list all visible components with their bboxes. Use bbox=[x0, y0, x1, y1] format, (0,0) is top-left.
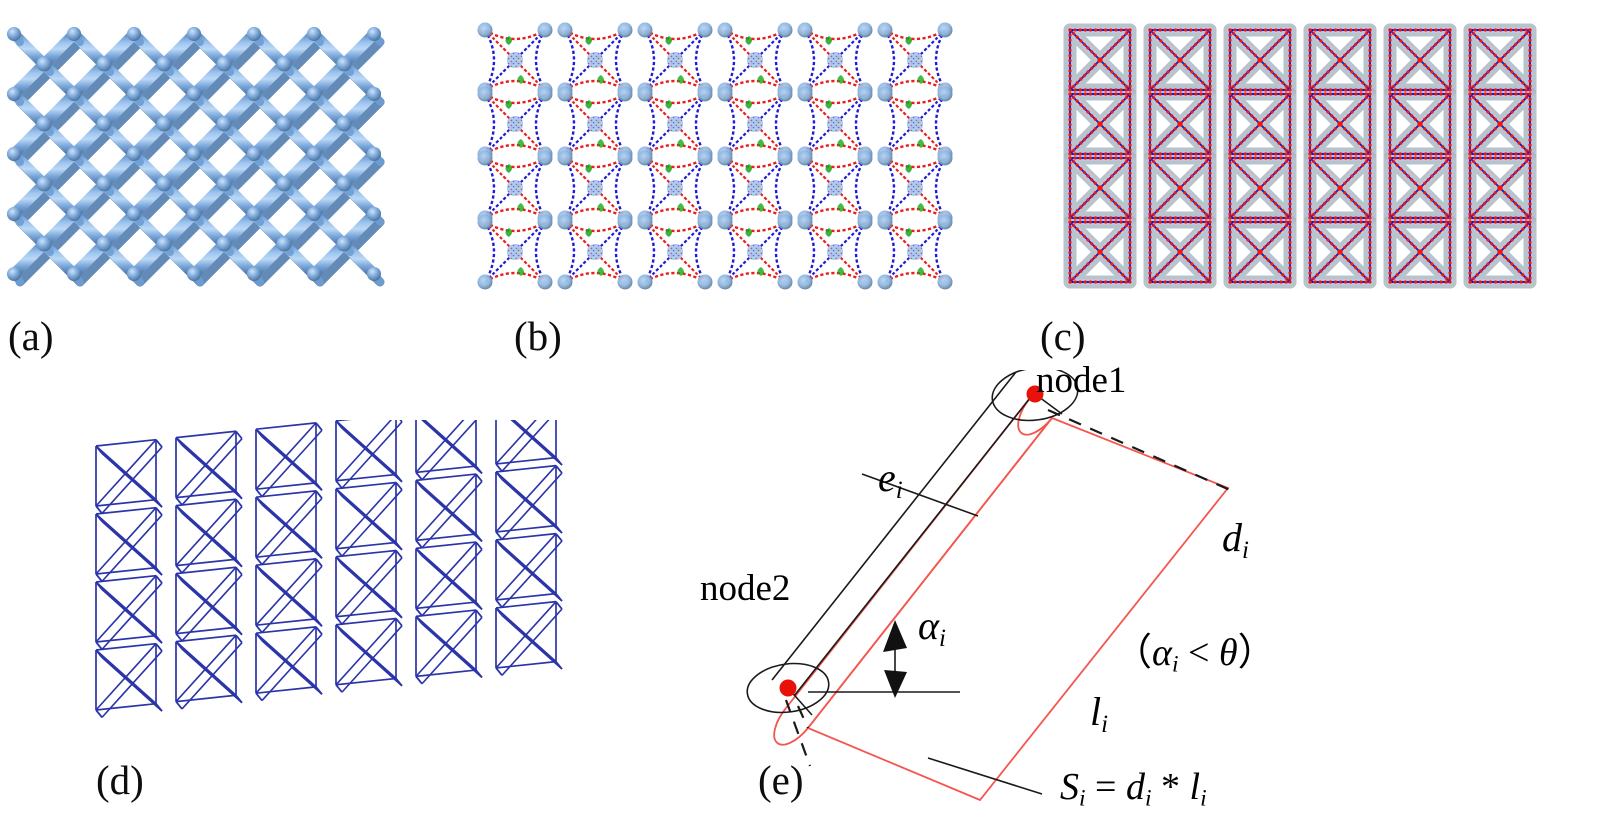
formula-term2: l bbox=[1189, 766, 1201, 808]
panel-b-svg bbox=[476, 21, 954, 291]
dashed-connectors bbox=[784, 408, 1231, 767]
label-angle-condition: （αi < θ） bbox=[1114, 634, 1276, 677]
length-symbol: l bbox=[1090, 689, 1102, 734]
panel-a-svg bbox=[0, 0, 440, 320]
panel-b-mesh-lattice bbox=[455, 0, 1015, 320]
node1-marker-group bbox=[991, 370, 1079, 422]
panel-label-a: (a) bbox=[8, 313, 54, 359]
panel-d-wireframe bbox=[70, 420, 670, 770]
label-diameter-di: di bbox=[1222, 518, 1249, 564]
panel-label-b: (b) bbox=[514, 313, 562, 359]
lattice-c-solid bbox=[1070, 30, 1530, 282]
label-node1: node1 bbox=[1036, 360, 1127, 401]
cond-close-paren: ） bbox=[1237, 632, 1276, 674]
formula-term2-sub: i bbox=[1200, 785, 1207, 812]
node2-dot bbox=[779, 679, 797, 697]
lattice-a-cells bbox=[7, 27, 381, 282]
label-node2: node2 bbox=[700, 568, 791, 609]
label-length-li: li bbox=[1090, 692, 1108, 738]
cond-open-paren: （ bbox=[1114, 632, 1153, 674]
panel-e-strut-geometry: node1 node2 ei αi di li （αi < θ） Si = di… bbox=[690, 362, 1310, 820]
panel-d-svg bbox=[95, 420, 563, 719]
leader-line-edge bbox=[861, 473, 979, 517]
length-subscript: i bbox=[1101, 710, 1109, 738]
formula-term1: d bbox=[1125, 766, 1145, 808]
panel-label-c: (c) bbox=[1040, 313, 1086, 359]
diameter-subscript: i bbox=[1242, 536, 1249, 564]
strut-black-outline bbox=[771, 371, 1039, 697]
panel-label-e: (e) bbox=[758, 757, 804, 803]
diameter-symbol: d bbox=[1222, 515, 1242, 560]
label-angle-alpha: αi bbox=[918, 606, 946, 652]
cond-relation: < bbox=[1188, 632, 1210, 674]
panel-e-svg bbox=[746, 370, 1231, 802]
formula-lhs-sub: i bbox=[1079, 785, 1086, 812]
lattice-c-skeleton bbox=[1068, 28, 1532, 284]
lattice-b-cells bbox=[476, 21, 954, 291]
lattice-d-cells bbox=[95, 420, 563, 719]
leader-line-area bbox=[927, 757, 1043, 795]
panel-a-solid-lattice bbox=[0, 0, 440, 320]
projection-rectangle bbox=[806, 416, 1230, 802]
label-edge-ei: ei bbox=[878, 458, 903, 504]
angle-symbol: α bbox=[918, 603, 939, 648]
formula-term1-sub: i bbox=[1144, 785, 1152, 812]
cond-alpha-sub: i bbox=[1171, 651, 1179, 678]
panel-label-d: (d) bbox=[96, 757, 144, 803]
formula-equals: = bbox=[1095, 766, 1117, 808]
formula-operator: * bbox=[1161, 766, 1181, 808]
panel-c-skeleton-overlay bbox=[1040, 0, 1600, 320]
label-area-formula: Si = di * li bbox=[1060, 768, 1207, 811]
cond-alpha: α bbox=[1152, 632, 1172, 674]
panel-c-svg bbox=[1040, 0, 1600, 320]
angle-subscript: i bbox=[939, 624, 946, 652]
angle-arrow-indicator bbox=[883, 620, 907, 698]
edge-symbol: e bbox=[878, 455, 896, 500]
cond-theta: θ bbox=[1218, 632, 1238, 674]
formula-lhs: S bbox=[1060, 766, 1079, 808]
node1-dot bbox=[1026, 385, 1044, 403]
edge-subscript: i bbox=[895, 476, 903, 504]
